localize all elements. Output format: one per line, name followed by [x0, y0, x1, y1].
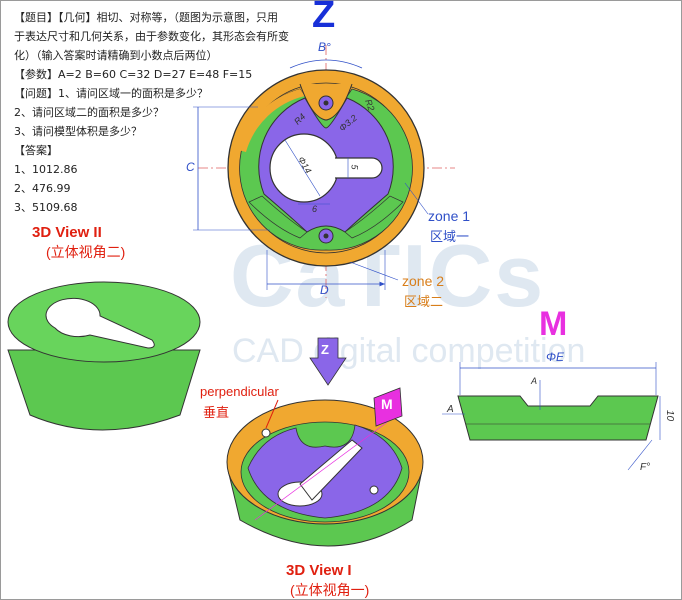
view1-subtitle: (立体视角一)	[290, 582, 370, 598]
dim-a-top: A	[531, 376, 538, 386]
perpendicular-cn-label: 垂直	[203, 405, 230, 420]
view1-title: 3D View I	[286, 562, 352, 579]
problem-line-3: 化）（输入答案时请精确到小数点后两位）	[14, 49, 218, 62]
dim-d: D	[320, 283, 329, 297]
view2-3d-model	[7, 281, 201, 431]
dim-phi-e: ΦE	[546, 350, 565, 364]
problem-line-1: 【题目】【几何】相切、对称等，（题图为示意图，只用	[14, 11, 278, 24]
section-view-drawing	[442, 362, 661, 471]
answer-header: 【答案】	[14, 144, 58, 157]
question-2: 2、请问区域二的面积是多少？	[14, 106, 164, 119]
answer-2: 2、476.99	[14, 182, 71, 195]
dim-f: F°	[640, 462, 651, 473]
perpendicular-label: perpendicular	[200, 384, 279, 399]
dim-6: 6	[312, 204, 318, 214]
zone1-cn-label: 区域一	[430, 229, 470, 244]
dim-c: C	[186, 160, 195, 174]
dim-a-side: A	[447, 404, 454, 415]
zone2-cn-label: 区域二	[404, 294, 444, 309]
problem-text: 【题目】【几何】相切、对称等，（题图为示意图，只用 于表达尺寸和几何关系，由于参…	[14, 8, 304, 217]
answer-3: 3、5109.68	[14, 201, 78, 214]
dim-10: 10	[664, 409, 676, 422]
view2-subtitle: (立体视角二)	[46, 244, 126, 260]
m-view-label: M	[539, 305, 568, 343]
zone2-label: zone 2	[402, 273, 445, 289]
dim-b: B°	[318, 40, 331, 54]
zone1-label: zone 1	[428, 208, 471, 224]
top-view-drawing	[193, 45, 455, 298]
watermark-subtitle: CAD digital competition	[232, 332, 586, 370]
question-3: 3、请问模型体积是多少？	[14, 125, 142, 138]
answer-1: 1、1012.86	[14, 163, 78, 176]
view1-3d-model	[226, 337, 424, 547]
parameters-line: 【参数】A=2 B=60 C=32 D=27 E=48 F=15	[14, 68, 253, 81]
view2-title: 3D View II	[32, 224, 102, 241]
small-m-plane-label: M	[381, 396, 393, 412]
problem-line-2: 于表达尺寸和几何关系，由于参数变化，其形态会有所变	[14, 30, 289, 43]
z-view-label: Z	[312, 0, 336, 36]
question-1: 【问题】1、请问区域一的面积是多少？	[14, 87, 208, 100]
dim-5: 5	[349, 164, 360, 170]
small-z-arrow-label: Z	[321, 342, 329, 357]
